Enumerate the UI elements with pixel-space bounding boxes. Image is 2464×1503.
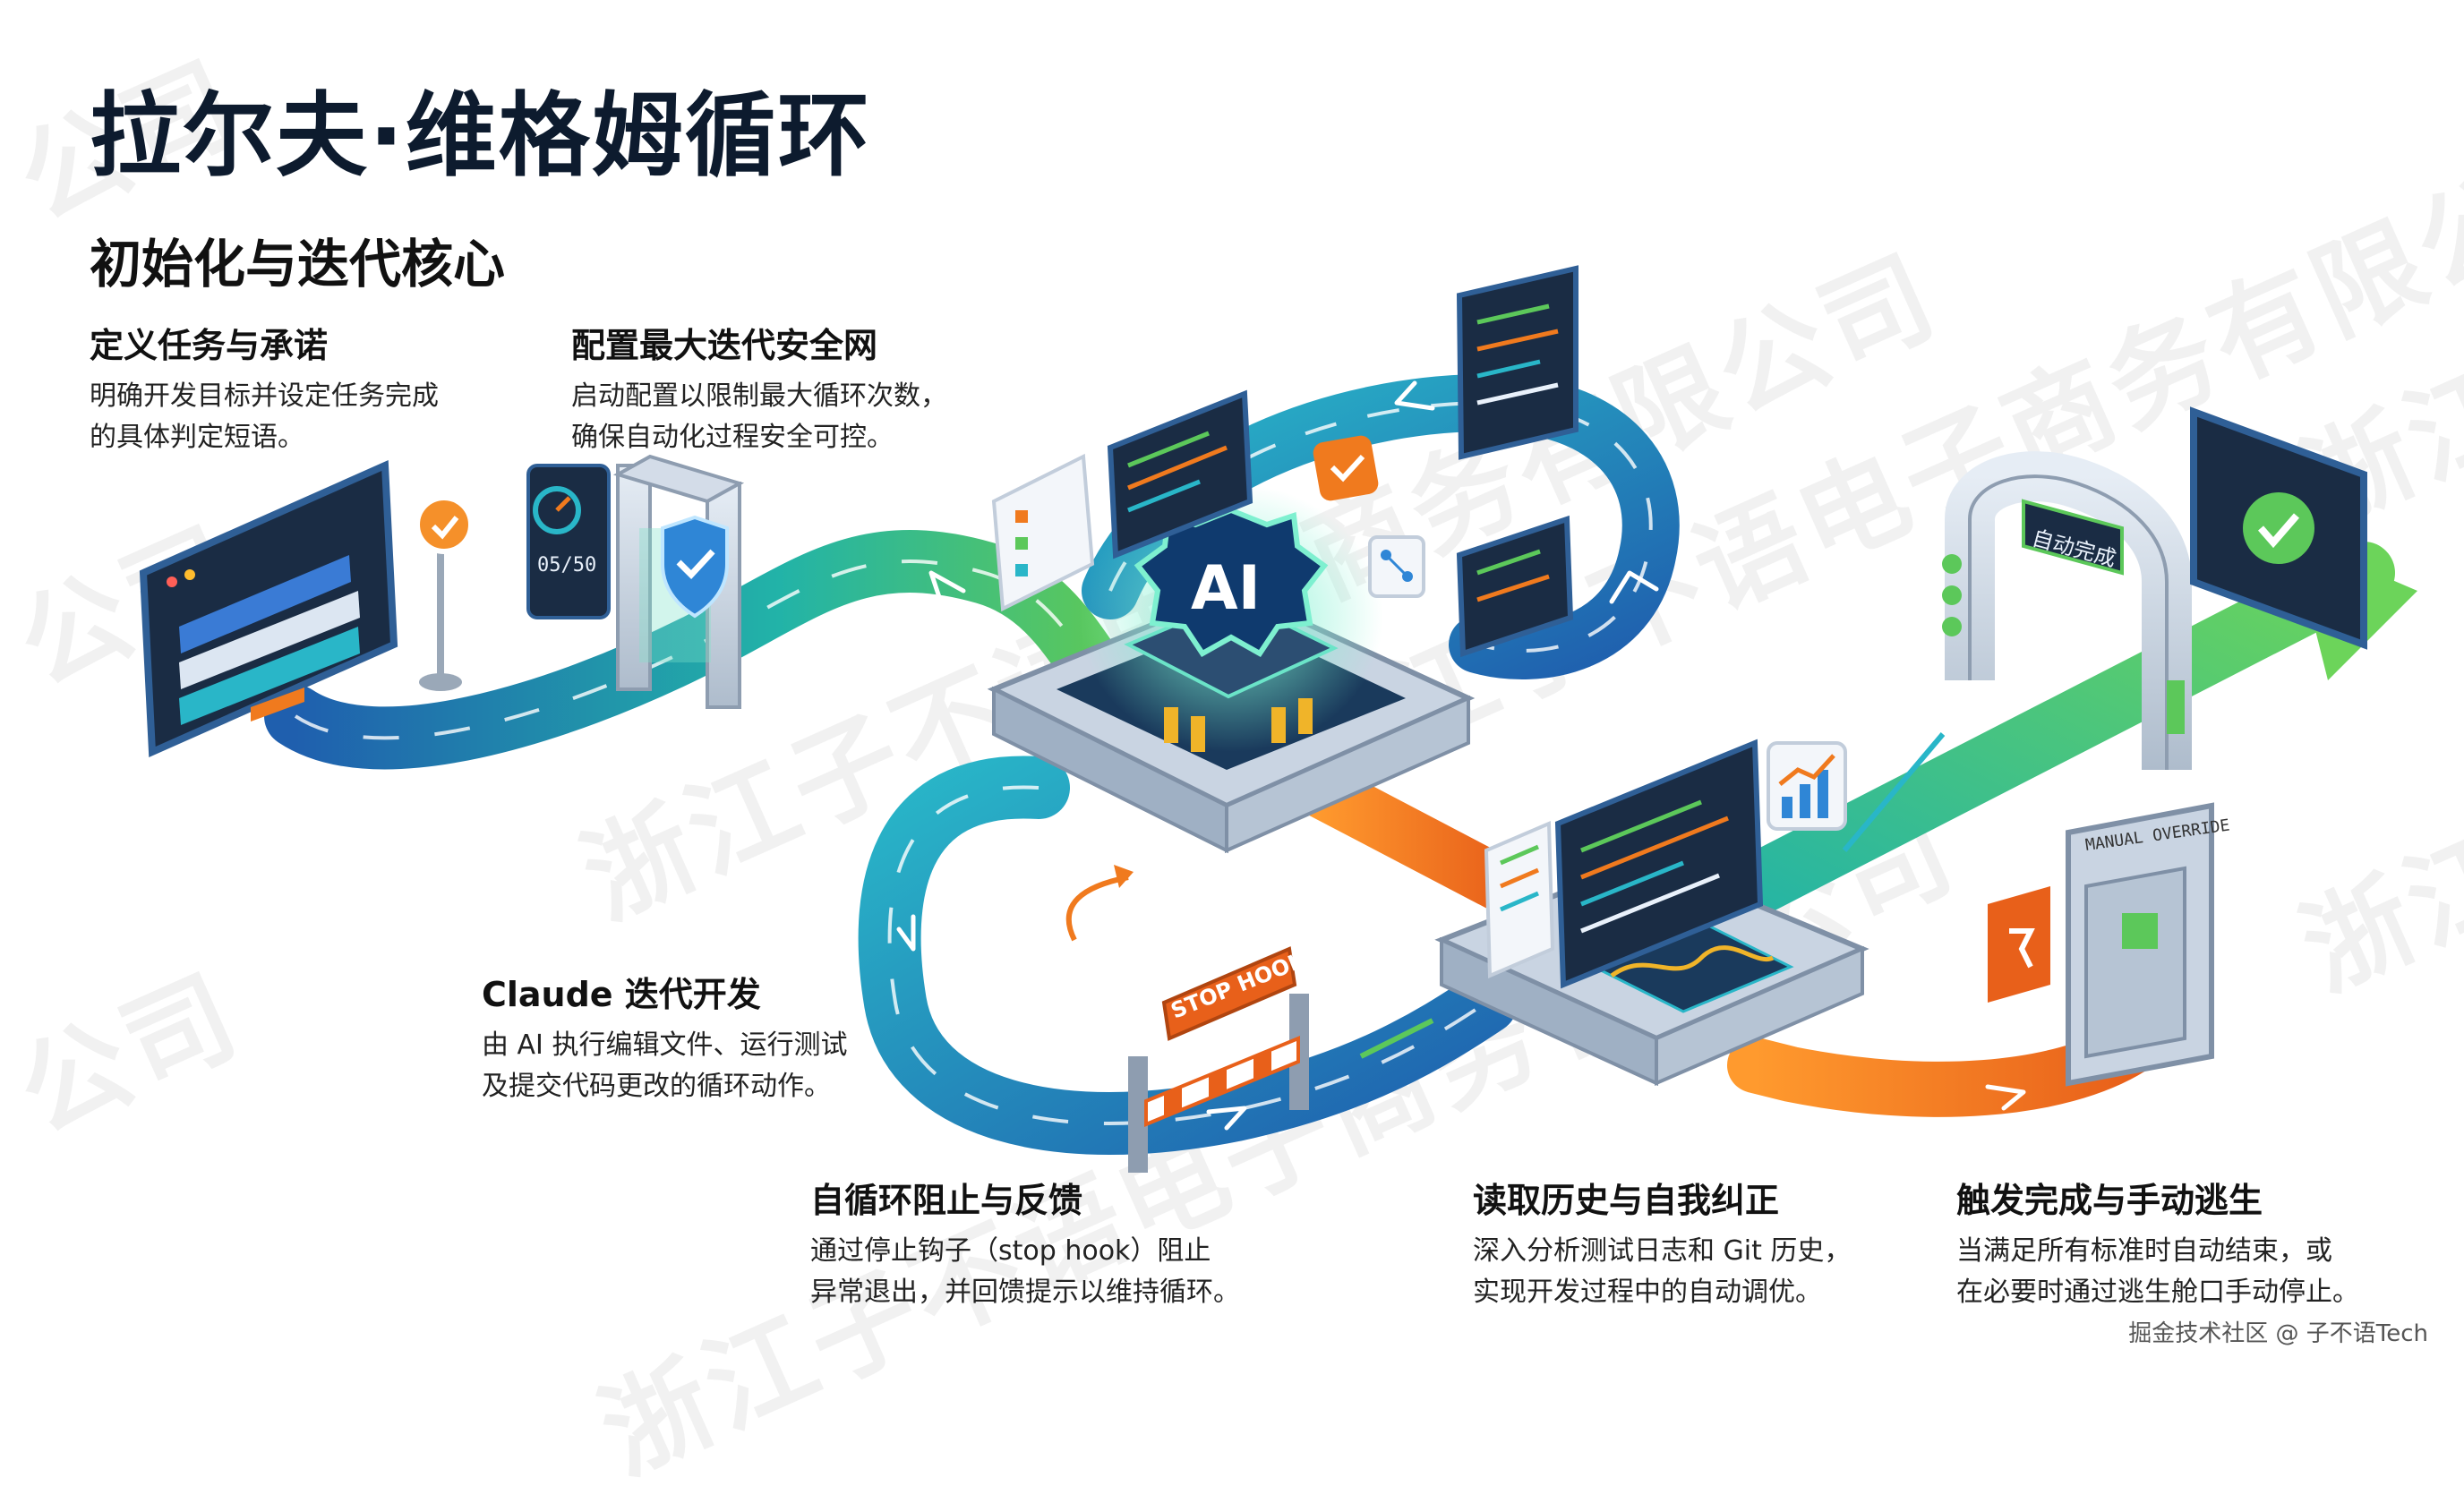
road-exit — [1670, 542, 2395, 944]
step-description: 明确开发目标并设定任务完成的具体判定短语。 — [90, 380, 439, 453]
hub-card-left — [991, 453, 1095, 612]
step-completion-escape: 触发完成与手动逃生 当满足所有标准时自动结束，或在必要时通过逃生舱口手动停止。 — [1956, 1173, 2359, 1313]
road-arrows — [896, 380, 2026, 1131]
code-screen-top-left — [1107, 389, 1253, 559]
step-description: 通过停止钩子（stop hook）阻止异常退出，并回馈提示以维持循环。 — [810, 1235, 1240, 1308]
code-screen-top — [1456, 265, 1578, 460]
road-orange-to-analyzer — [1288, 760, 1532, 914]
section-subtitle: 初始化与迭代核心 — [90, 234, 506, 295]
safety-gate — [612, 454, 745, 709]
step-read-history: 读取历史与自我纠正 深入分析测试日志和 Git 历史，实现开发过程中的自动调优。 — [1473, 1173, 1851, 1313]
loop-diagram: 05/50 AI — [139, 265, 2417, 1173]
chart-icon — [1767, 741, 1847, 831]
step-heading: 自循环阻止与反馈 — [810, 1181, 1083, 1220]
step-heading: 触发完成与手动逃生 — [1956, 1181, 2263, 1220]
commitment-pin — [415, 495, 474, 691]
task-definition-screen — [139, 459, 398, 758]
step-description: 启动配置以限制最大循环次数，确保自动化过程安全可控。 — [571, 380, 947, 453]
completion-screen — [2190, 406, 2367, 650]
step-max-iteration: 配置最大迭代安全网 启动配置以限制最大循环次数，确保自动化过程安全可控。 — [571, 318, 947, 458]
step-stop-hook: 自循环阻止与反馈 通过停止钩子（stop hook）阻止异常退出，并回馈提示以维… — [810, 1173, 1240, 1313]
escape-hatch: MANUAL OVERRIDE — [1988, 802, 2231, 1087]
code-screen-right — [1456, 515, 1574, 658]
iteration-counter-text: 05/50 — [537, 554, 596, 576]
step-claude-iteration: Claude 迭代开发 由 AI 执行编辑文件、运行测试及提交代码更改的循环动作… — [482, 967, 851, 1107]
footer-credit: 掘金技术社区 @ 子不语Tech — [2128, 1320, 2428, 1347]
checkmark-icon — [1313, 435, 1379, 501]
step-heading: 配置最大迭代安全网 — [571, 326, 878, 365]
step-description: 由 AI 执行编辑文件、运行测试及提交代码更改的循环动作。 — [482, 1029, 848, 1102]
ai-label: AI — [1191, 553, 1261, 624]
page-title: 拉尔夫·维格姆循环 — [90, 83, 871, 190]
gauge-icon — [533, 486, 581, 534]
ai-hub: AI — [987, 483, 1476, 854]
step-heading: 定义任务与承诺 — [90, 326, 329, 365]
step-define-task: 定义任务与承诺 明确开发目标并设定任务完成的具体判定短语。 — [90, 318, 439, 458]
step-heading: Claude 迭代开发 — [482, 975, 761, 1014]
analyzer-code-screen — [1554, 739, 1764, 989]
step-description: 深入分析测试日志和 Git 历史，实现开发过程中的自动调优。 — [1473, 1235, 1852, 1308]
step-heading: 读取历史与自我纠正 — [1473, 1181, 1780, 1220]
analyzer-log-screen — [1484, 821, 1555, 978]
iteration-counter: 05/50 — [526, 464, 611, 619]
ai-badge — [1134, 507, 1329, 657]
network-card — [1368, 535, 1425, 598]
completion-checklist — [1942, 554, 1962, 636]
step-description: 当满足所有标准时自动结束，或在必要时通过逃生舱口手动停止。 — [1956, 1235, 2359, 1308]
